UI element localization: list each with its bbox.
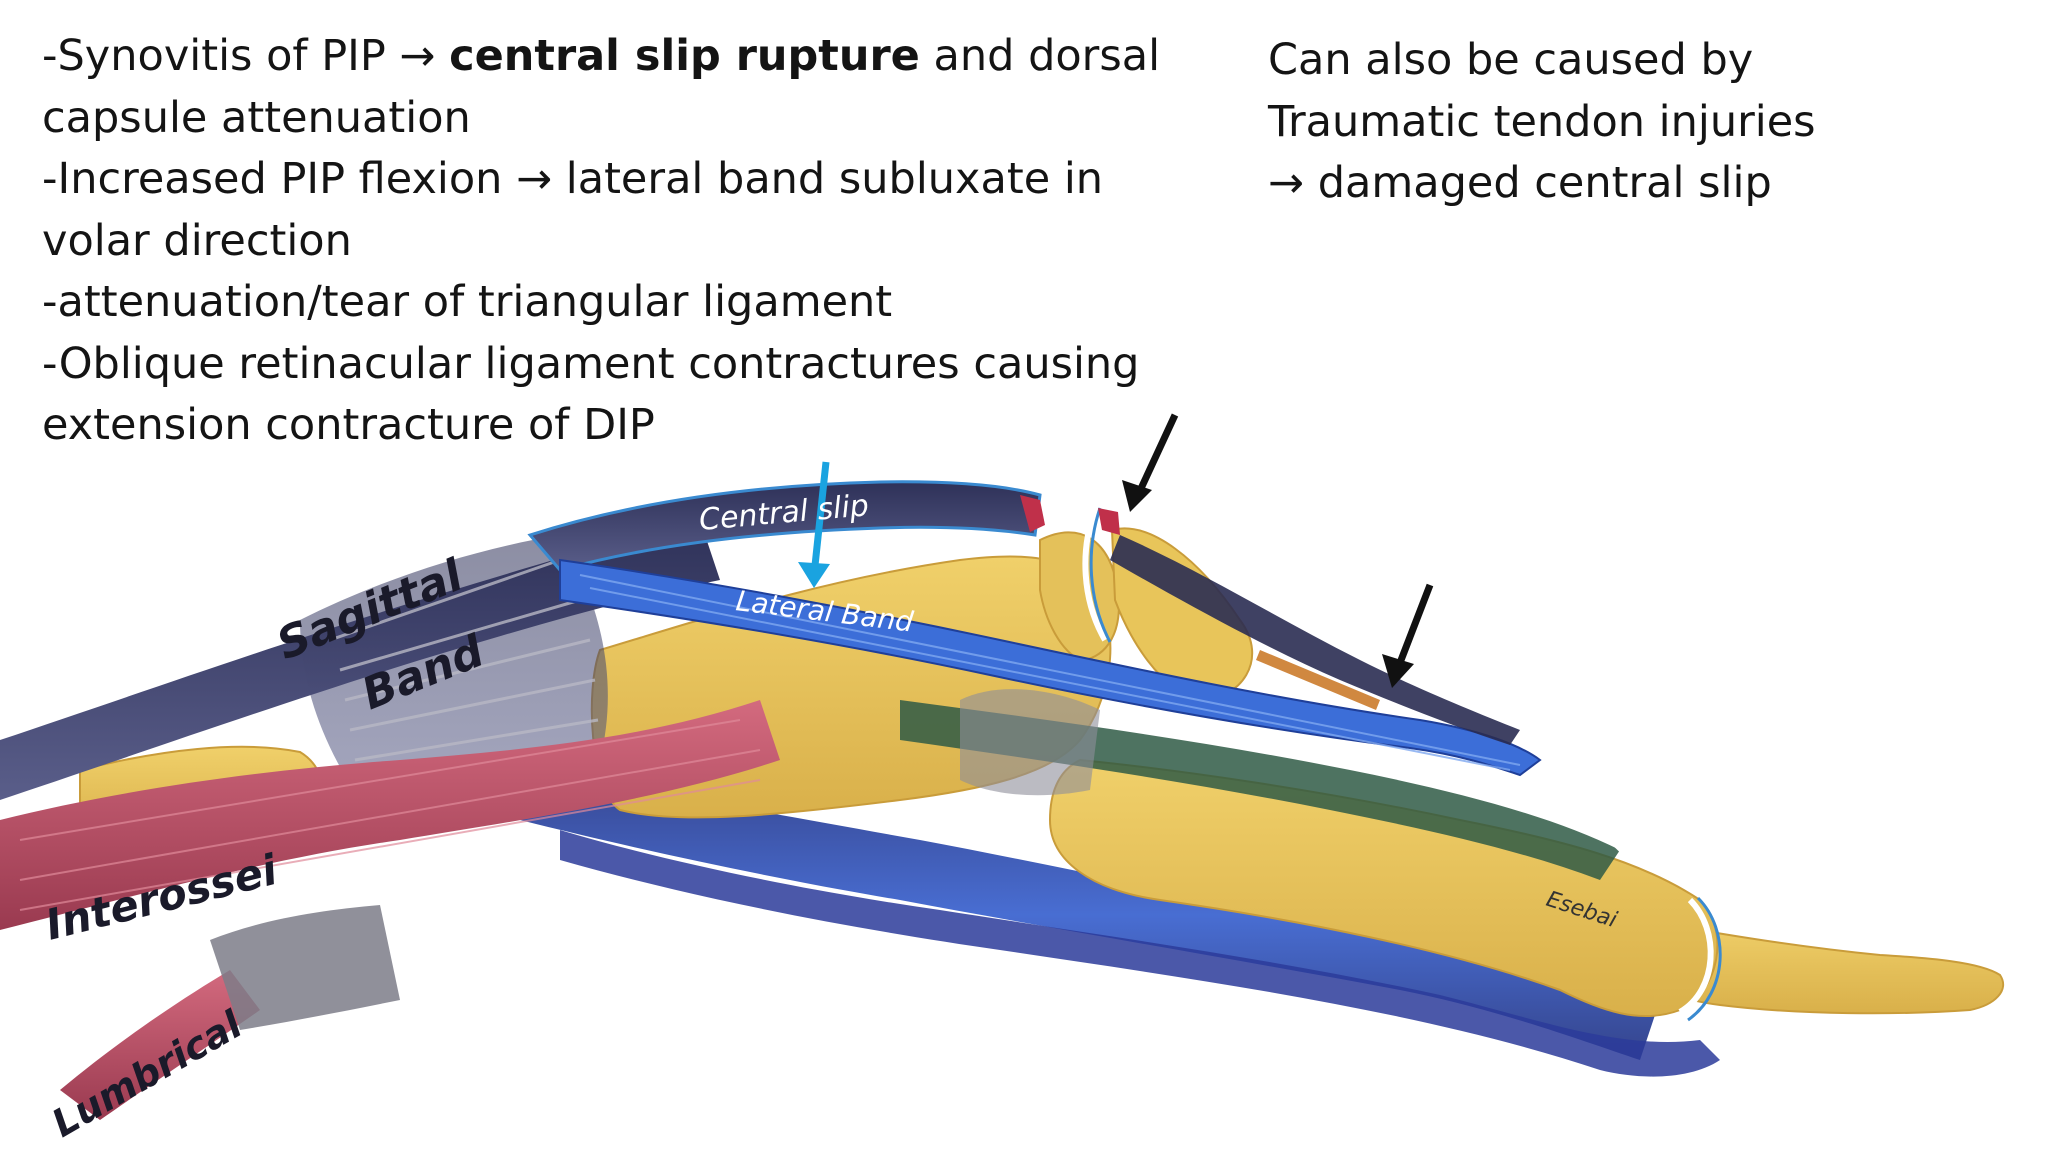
pip-joint-line: [1082, 508, 1108, 642]
arrow-icon: →: [1268, 158, 1305, 208]
black-pointer-arrow-middle: [1394, 583, 1434, 670]
arrow-icon: →: [516, 154, 553, 204]
side-note-line2: Traumatic tendon injuries: [1268, 96, 1816, 147]
arrow-icon: →: [399, 31, 436, 81]
alternative-cause-note: Can also be caused by Traumatic tendon i…: [1268, 30, 1968, 215]
note-line-pip-flexion: -Increased PIP flexion → lateral band su…: [42, 154, 1104, 266]
side-note-line1: Can also be caused by: [1268, 35, 1754, 85]
note-line-oblique-retinacular: -Oblique retinacular ligament contractur…: [42, 338, 1140, 451]
lateral-band-tendon: [559, 558, 1542, 777]
volar-flexor-tendon: [520, 770, 1660, 1060]
central-slip-tendon: [527, 480, 1042, 572]
central-slip-rupture-stump: [1098, 508, 1120, 535]
transverse-retinacular-fibers: [960, 689, 1100, 796]
retinacular-ligament: [210, 905, 400, 1030]
triangular-ligament-tear: [1256, 650, 1380, 710]
white-pointer-arrow: [1623, 840, 1760, 907]
blue-pointer-arrow: [810, 461, 830, 576]
distal-phalanx-bone: [1638, 918, 2005, 1015]
lumbrical-muscle: [60, 970, 260, 1120]
note-line-triangular-ligament: -attenuation/tear of triangular ligament: [42, 277, 893, 327]
sagittal-band: [300, 535, 608, 800]
terminal-extensor-tendon: [1110, 535, 1520, 745]
central-slip-rupture-end: [1020, 495, 1045, 532]
black-pointer-arrow-top: [1134, 413, 1179, 497]
dip-joint-line: [1678, 897, 1714, 1015]
pathophysiology-notes: -Synovitis of PIP → central slip rupture…: [42, 26, 1162, 457]
side-note-line3: → damaged central slip: [1268, 158, 1772, 208]
central-slip-rupture-emphasis: central slip rupture: [449, 31, 920, 81]
volar-tendon-wide: [560, 830, 1720, 1077]
lumbrical-label: Lumbrical: [45, 1002, 251, 1146]
note-line-synovitis: -Synovitis of PIP → central slip rupture…: [42, 31, 1161, 143]
